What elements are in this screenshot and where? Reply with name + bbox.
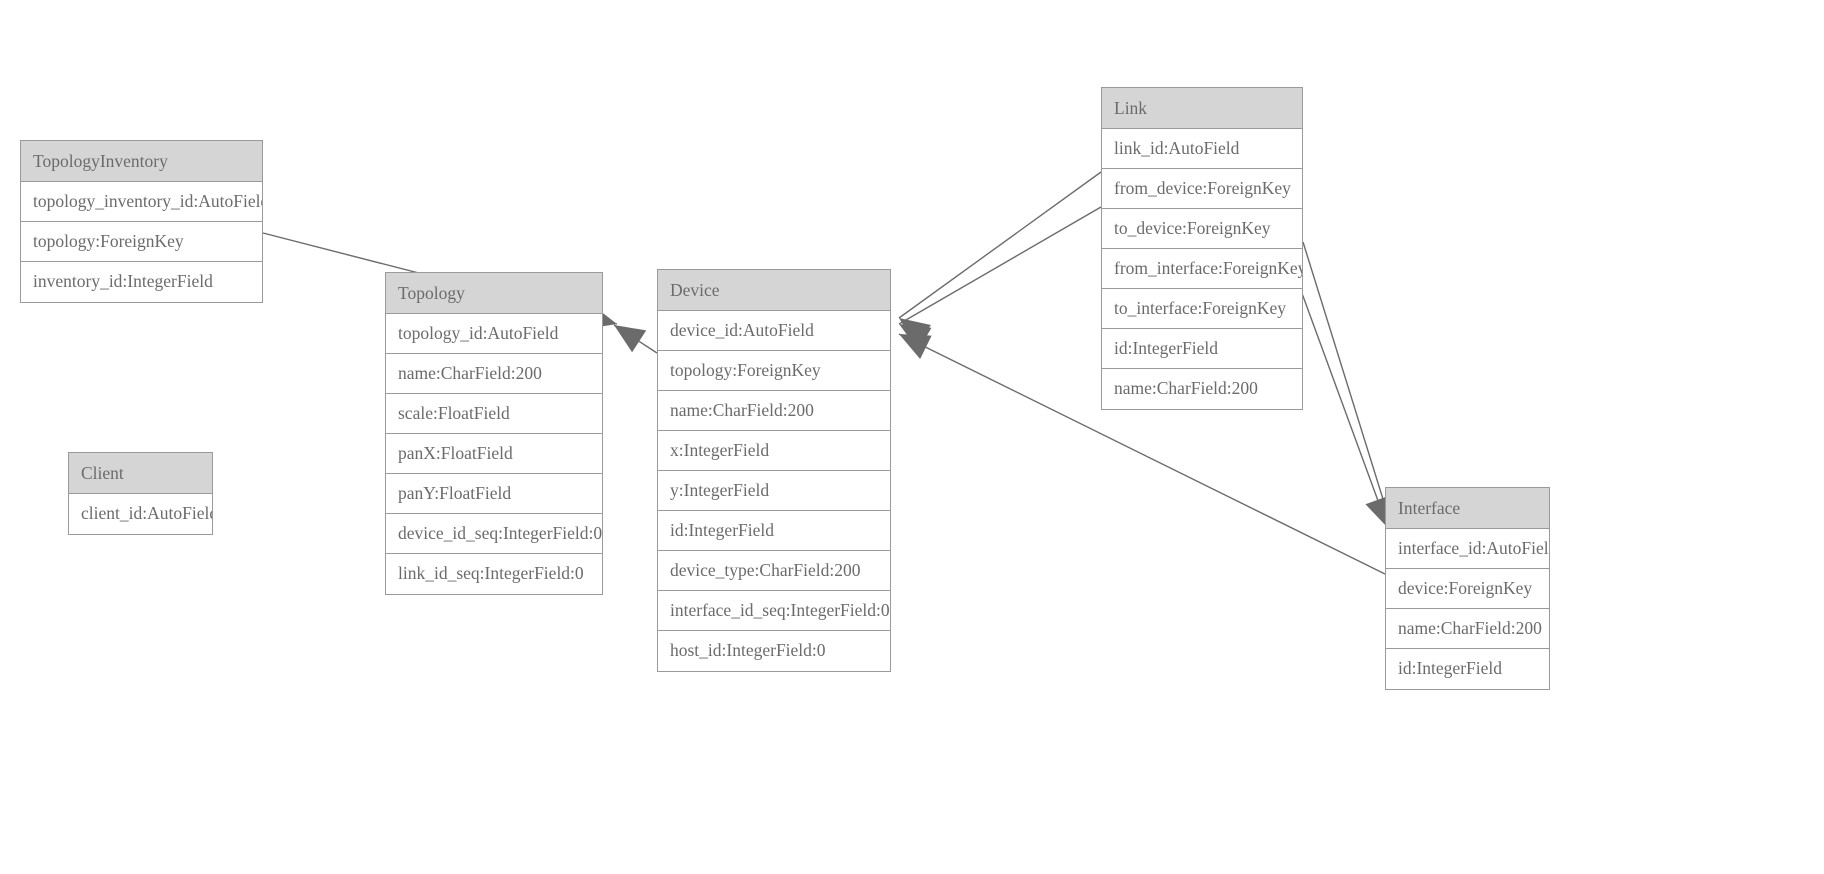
entity-field: panY:FloatField [386, 474, 602, 514]
entity-title-interface: Interface [1386, 488, 1549, 529]
relationship-edge-link-from_device [898, 171, 1102, 347]
entity-field: to_device:ForeignKey [1102, 209, 1302, 249]
relationship-edge-link-from_interface [1302, 241, 1396, 529]
entity-field: name:CharField:200 [658, 391, 890, 431]
entity-field: link_id:AutoField [1102, 129, 1302, 169]
entity-field: interface_id:AutoField [1386, 529, 1549, 569]
entity-field: name:CharField:200 [1102, 369, 1302, 409]
entity-field: device_id:AutoField [658, 311, 890, 351]
entity-field: from_interface:ForeignKey [1102, 249, 1302, 289]
entity-field: id:IntegerField [658, 511, 890, 551]
entity-field: topology_id:AutoField [386, 314, 602, 354]
entity-field: client_id:AutoField [69, 494, 212, 534]
entity-field: device_type:CharField:200 [658, 551, 890, 591]
arrowhead-device-topology [614, 325, 647, 353]
entity-field: name:CharField:200 [1386, 609, 1549, 649]
entity-title-link: Link [1102, 88, 1302, 129]
entity-title-topology_inventory: TopologyInventory [21, 141, 262, 182]
entity-field: id:IntegerField [1102, 329, 1302, 369]
entity-field: host_id:IntegerField:0 [658, 631, 890, 671]
entity-field: topology:ForeignKey [658, 351, 890, 391]
entity-field: inventory_id:IntegerField [21, 262, 262, 302]
entity-field: device_id_seq:IntegerField:0 [386, 514, 602, 554]
entity-field: from_device:ForeignKey [1102, 169, 1302, 209]
entity-title-topology: Topology [386, 273, 602, 314]
arrowhead-interface-device [899, 334, 932, 359]
entity-field: device:ForeignKey [1386, 569, 1549, 609]
arrowhead-link-to_device [899, 324, 932, 351]
entity-field: interface_id_seq:IntegerField:0 [658, 591, 890, 631]
entity-field: y:IntegerField [658, 471, 890, 511]
entity-title-client: Client [69, 453, 212, 494]
entity-field: scale:FloatField [386, 394, 602, 434]
relationship-edge-link-to_interface [1295, 276, 1390, 529]
relationship-edge-device-topology [613, 324, 658, 354]
relationship-edge-link-to_device [898, 206, 1102, 351]
entity-title-device: Device [658, 270, 890, 311]
entity-field: id:IntegerField [1386, 649, 1549, 689]
entity-field: topology_inventory_id:AutoField [21, 182, 262, 222]
arrowhead-link-from_device [899, 318, 931, 347]
entity-field: panX:FloatField [386, 434, 602, 474]
entity-field: name:CharField:200 [386, 354, 602, 394]
entity-field: to_interface:ForeignKey [1102, 289, 1302, 329]
entity-field: link_id_seq:IntegerField:0 [386, 554, 602, 594]
entity-field: x:IntegerField [658, 431, 890, 471]
entity-field: topology:ForeignKey [21, 222, 262, 262]
